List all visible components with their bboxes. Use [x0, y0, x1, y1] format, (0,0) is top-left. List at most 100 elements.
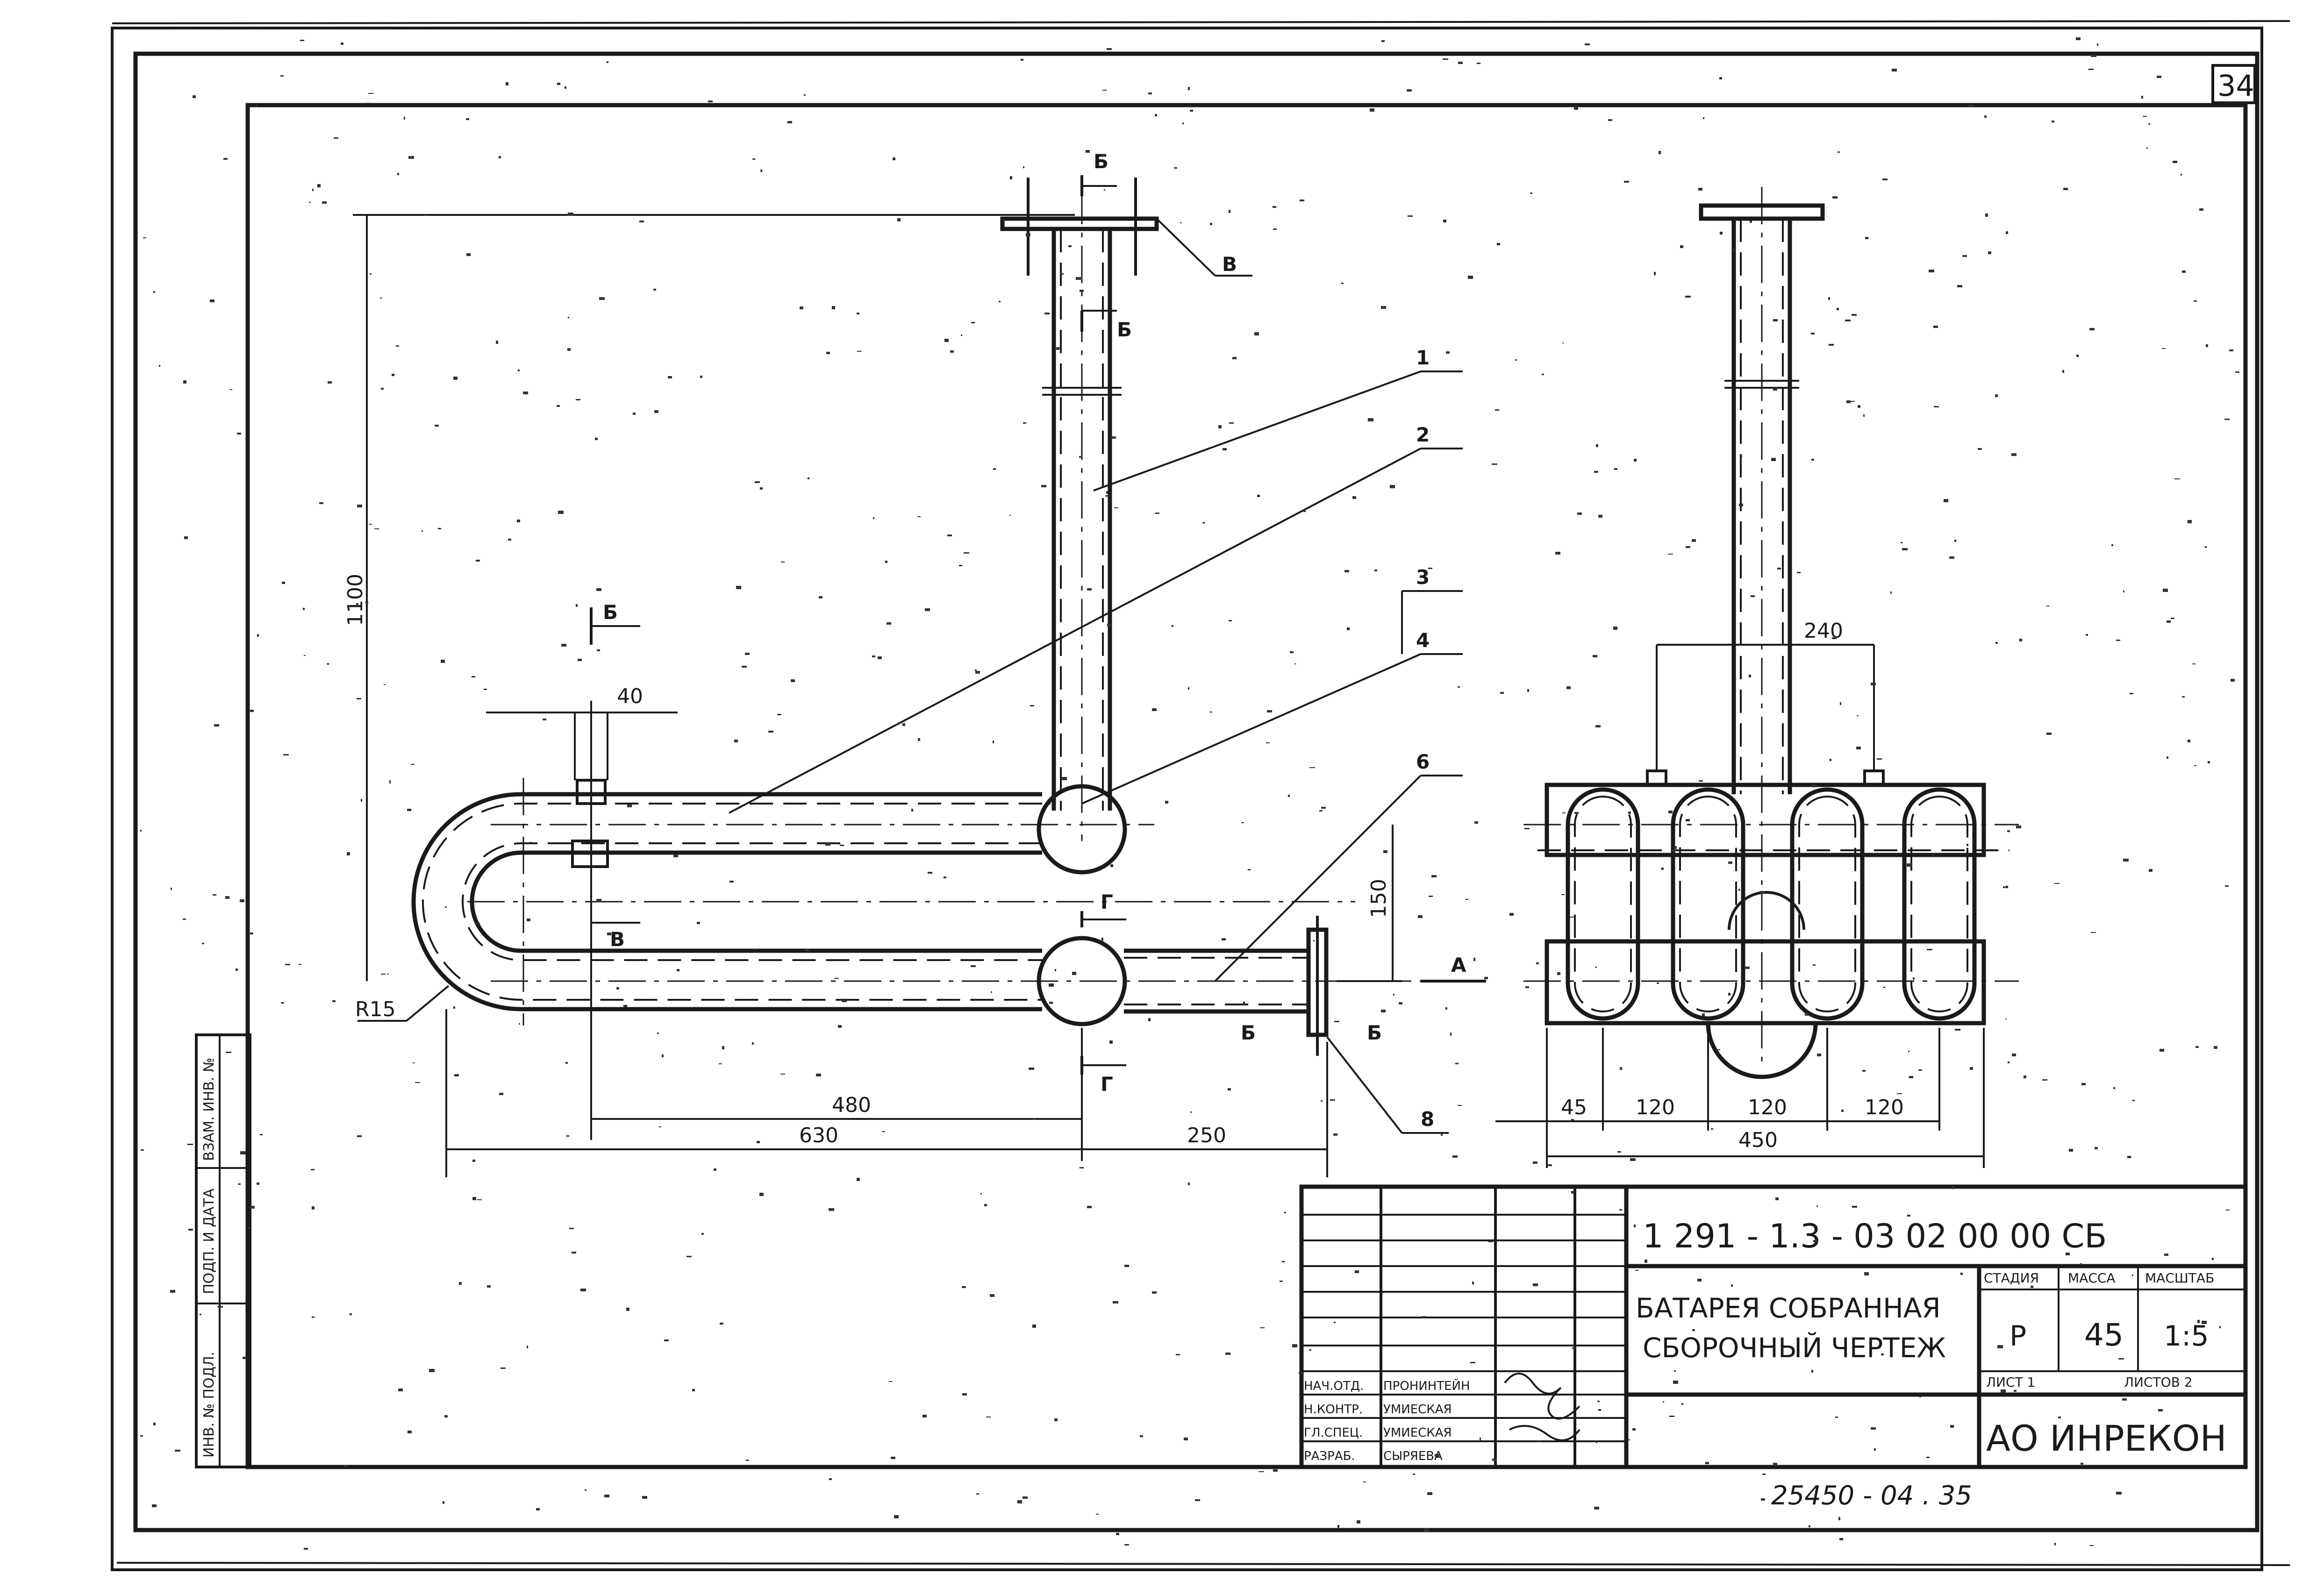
- scan-speck: [1055, 969, 1056, 971]
- scan-speck: [1882, 178, 1888, 180]
- scan-speck: [530, 842, 532, 843]
- scan-speck: [980, 1193, 982, 1195]
- scan-speck: [1017, 1500, 1022, 1503]
- scan-speck: [2008, 1061, 2009, 1063]
- scan-speck: [1023, 1496, 1028, 1499]
- scan-speck: [826, 352, 830, 354]
- scan-speck: [1165, 801, 1168, 804]
- callout-1: 1: [1416, 346, 1430, 369]
- scan-speck: [443, 1501, 444, 1504]
- scan-speck: [2229, 349, 2233, 351]
- scan-speck: [1056, 348, 1059, 350]
- scan-speck: [1645, 1260, 1647, 1263]
- page-number: 34: [2217, 69, 2254, 103]
- scan-speck: [304, 655, 306, 656]
- side-stamp-box2: ПОДП. И ДАТА: [201, 1188, 217, 1294]
- scan-speck: [1087, 1206, 1092, 1208]
- scan-speck: [1624, 181, 1629, 183]
- scan-speck: [585, 1489, 586, 1491]
- scan-speck: [1881, 1353, 1884, 1355]
- scan-speck: [714, 1168, 716, 1171]
- section-mark-a-view: А: [1451, 954, 1466, 976]
- scan-speck: [975, 669, 977, 671]
- scan-speck: [2162, 348, 2166, 349]
- scan-speck: [2091, 932, 2096, 933]
- scan-speck: [857, 313, 859, 314]
- scan-speck: [2205, 546, 2207, 548]
- scan-speck: [1620, 1067, 1622, 1070]
- scan-speck: [2197, 1320, 2200, 1323]
- scan-speck: [218, 1306, 223, 1308]
- scan-speck: [1750, 220, 1752, 223]
- scan-speck: [777, 714, 781, 715]
- signature-name-2: УМИЕСКАЯ: [1383, 1403, 1452, 1417]
- scan-speck: [760, 170, 762, 172]
- scan-speck: [404, 117, 405, 120]
- scan-speck: [1495, 409, 1499, 411]
- scan-speck: [840, 845, 844, 846]
- scan-speck: [1663, 1401, 1664, 1403]
- scale-value: 1:5: [2164, 1320, 2209, 1353]
- scan-speck: [2132, 1100, 2135, 1101]
- scan-speck: [1148, 1018, 1151, 1021]
- scan-speck: [1172, 625, 1173, 627]
- scan-speck: [760, 487, 763, 490]
- scan-speck: [755, 481, 760, 483]
- scan-speck: [357, 505, 362, 507]
- scan-speck: [2224, 419, 2230, 420]
- scan-speck: [2174, 478, 2180, 479]
- scan-speck: [1086, 150, 1090, 153]
- scan-speck: [411, 764, 415, 765]
- scan-speck: [250, 1206, 255, 1209]
- scan-speck: [152, 1504, 157, 1507]
- signature-role-3: ГЛ.СПЕЦ.: [1304, 1426, 1363, 1440]
- scan-speck: [250, 710, 254, 712]
- scan-speck: [1477, 63, 1480, 64]
- scan-speck: [925, 608, 930, 611]
- scan-speck: [1176, 1354, 1180, 1355]
- scan-speck: [1840, 702, 1841, 705]
- scan-speck: [1509, 913, 1514, 916]
- scan-speck: [2132, 1275, 2133, 1276]
- scan-speck: [2130, 693, 2133, 694]
- callout-4: 4: [1416, 629, 1430, 652]
- scan-speck: [2031, 1286, 2033, 1288]
- scan-speck: [159, 365, 160, 367]
- archive-number: 25450 - 04 . 35: [1771, 1481, 1972, 1511]
- scan-speck: [1458, 686, 1460, 688]
- scan-speck: [2076, 37, 2081, 40]
- scan-speck: [1474, 821, 1478, 824]
- scan-speck: [1530, 192, 1532, 194]
- scan-speck: [153, 291, 155, 293]
- scan-speck: [1068, 245, 1072, 247]
- scan-speck: [1571, 1191, 1574, 1194]
- dim-r15: R15: [355, 997, 396, 1021]
- scan-speck: [1681, 1403, 1683, 1405]
- scan-speck: [1445, 1007, 1447, 1010]
- scan-speck: [991, 991, 992, 993]
- scan-speck: [214, 724, 219, 726]
- scan-speck: [1797, 572, 1801, 573]
- scan-speck: [472, 1197, 476, 1200]
- scan-speck: [1352, 496, 1356, 499]
- scan-speck: [1570, 917, 1575, 918]
- scan-speck: [397, 173, 399, 175]
- scan-speck: [367, 103, 369, 105]
- scan-speck: [1837, 308, 1839, 310]
- scan-speck: [543, 719, 546, 720]
- scan-speck: [213, 894, 216, 896]
- scan-speck: [283, 754, 289, 755]
- scan-speck: [1180, 222, 1182, 223]
- section-mark-b-top1: Б: [1094, 150, 1108, 173]
- scan-speck: [2199, 208, 2203, 211]
- scan-speck: [384, 684, 386, 685]
- scan-speck: [616, 987, 619, 990]
- scan-speck: [1049, 1002, 1053, 1004]
- scan-speck: [1480, 1438, 1481, 1441]
- scan-speck: [1450, 1033, 1452, 1036]
- scan-speck: [1995, 394, 1998, 397]
- section-mark-g-top: Г: [1101, 890, 1113, 913]
- scan-speck: [361, 799, 362, 802]
- scan-speck: [1890, 591, 1892, 594]
- scan-speck: [1110, 864, 1113, 867]
